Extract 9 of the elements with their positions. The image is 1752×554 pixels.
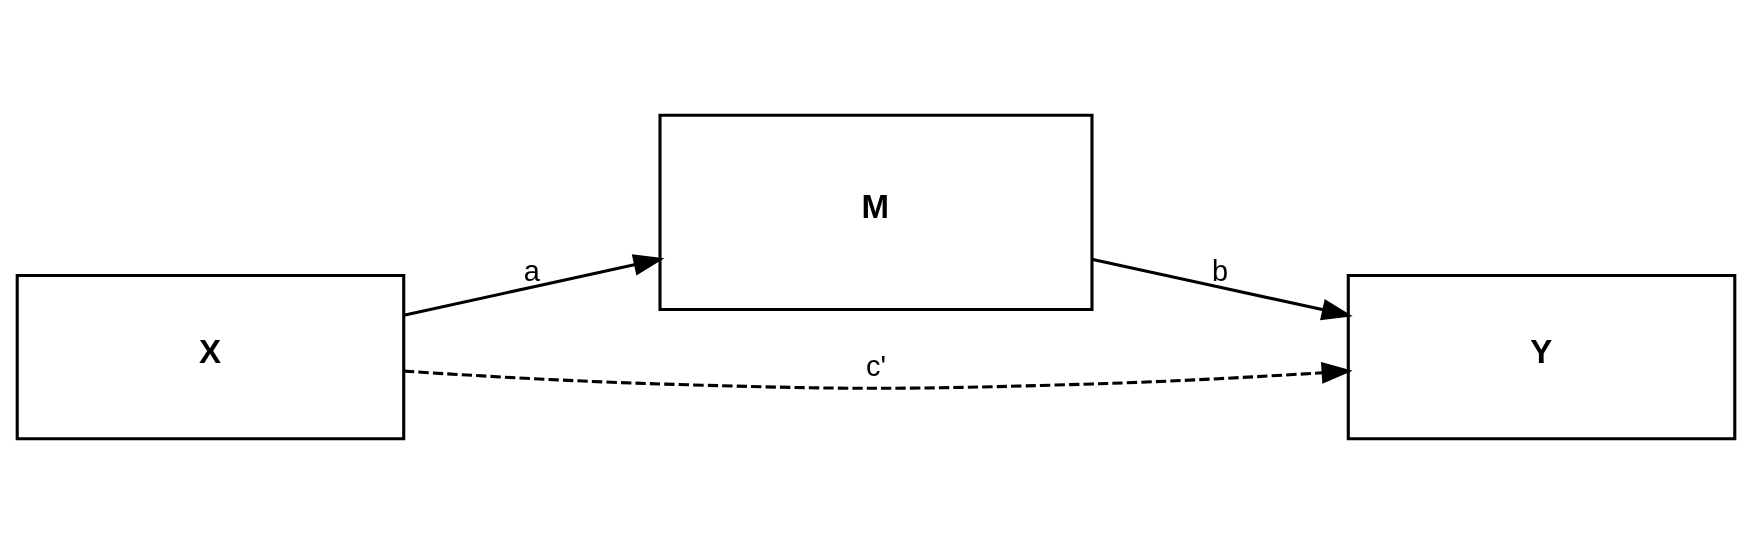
node-box: M (658, 113, 1094, 312)
node-box: X (15, 273, 406, 441)
node-box: Y (1346, 273, 1737, 441)
arrow (403, 361, 1353, 390)
arrow (1092, 257, 1353, 321)
edge-label: c' (866, 350, 886, 383)
edge-label: a (523, 255, 540, 288)
arrow (403, 254, 665, 317)
edge-label: b (1212, 255, 1229, 288)
